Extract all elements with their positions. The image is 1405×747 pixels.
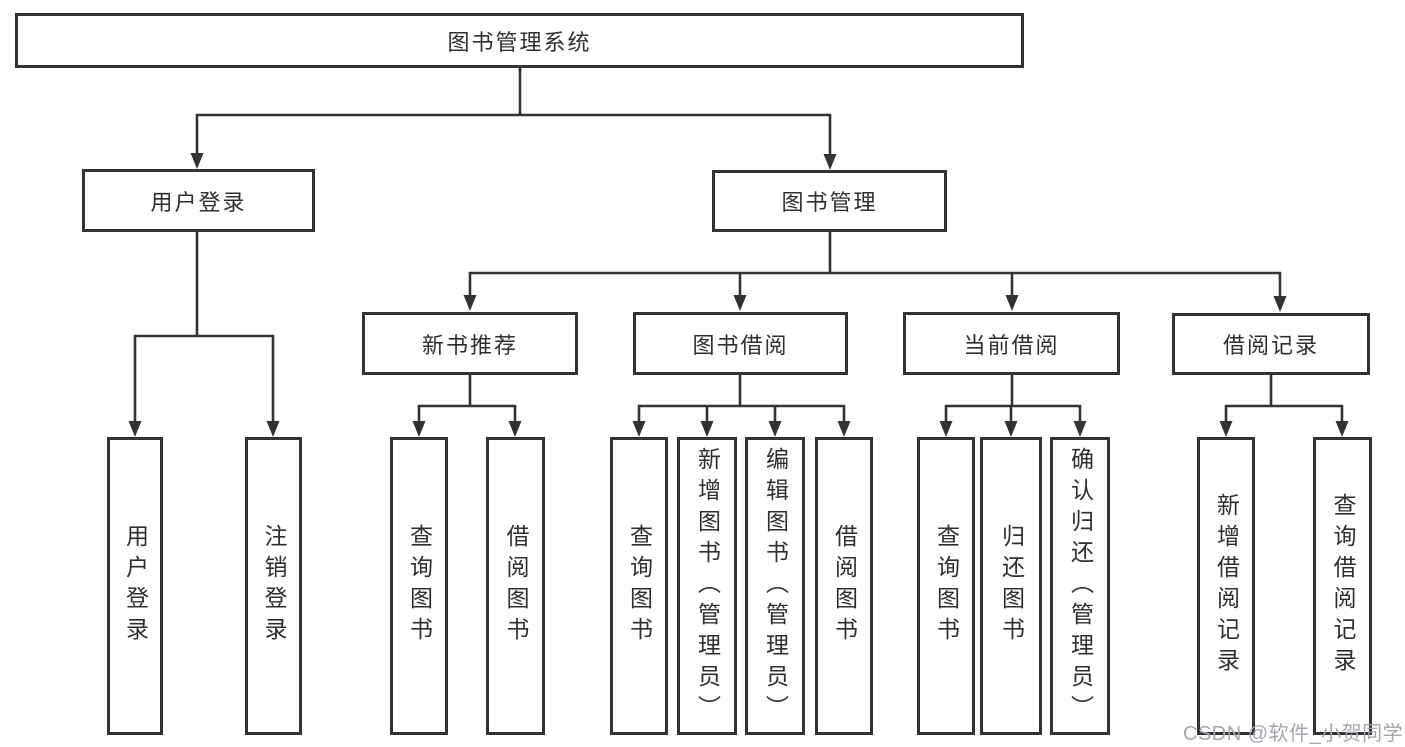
leaf-add-borrow-record: 新增借阅记录 xyxy=(1197,437,1255,735)
leaf-query-books-recommend-label: 查询图书 xyxy=(406,524,433,648)
node-library-system: 图书管理系统 xyxy=(15,13,1024,68)
leaf-borrow-books-recommend-label: 借阅图书 xyxy=(503,524,529,648)
leaf-query-books-current-label: 查询图书 xyxy=(933,524,960,648)
node-new-book-recommend: 新书推荐 xyxy=(362,312,578,375)
leaf-add-book-admin-label: 新增图书（管理员） xyxy=(694,446,721,726)
node-borrowing-records-label: 借阅记录 xyxy=(1222,333,1319,358)
leaf-edit-book-admin-label: 编辑图书（管理员） xyxy=(762,446,789,726)
node-book-management-label: 图书管理 xyxy=(781,190,878,215)
node-current-borrowing: 当前借阅 xyxy=(903,312,1120,375)
node-book-borrowing-label: 图书借阅 xyxy=(692,332,789,358)
node-borrowing-records: 借阅记录 xyxy=(1172,313,1370,375)
node-library-system-label: 图书管理系统 xyxy=(447,29,592,55)
leaf-add-book-admin: 新增图书（管理员） xyxy=(677,437,737,735)
leaf-confirm-return-admin: 确认归还（管理员） xyxy=(1050,437,1110,735)
leaf-borrow-books-recommend: 借阅图书 xyxy=(486,437,545,735)
leaf-query-books-recommend: 查询图书 xyxy=(390,437,448,735)
leaf-query-borrow-record: 查询借阅记录 xyxy=(1313,437,1372,735)
leaf-borrow-books-label: 借阅图书 xyxy=(831,524,858,648)
leaf-query-books-borrowing-label: 查询图书 xyxy=(626,524,653,648)
node-user-login-label: 用户登录 xyxy=(150,189,247,215)
node-book-management: 图书管理 xyxy=(712,170,947,232)
leaf-query-books-current: 查询图书 xyxy=(917,437,975,735)
node-new-book-recommend-label: 新书推荐 xyxy=(421,332,518,358)
leaf-add-borrow-record-label: 新增借阅记录 xyxy=(1213,493,1240,679)
leaf-user-login: 用户登录 xyxy=(107,437,163,735)
leaf-query-books-borrowing: 查询图书 xyxy=(610,437,668,735)
leaf-edit-book-admin: 编辑图书（管理员） xyxy=(745,437,805,735)
leaf-confirm-return-admin-label: 确认归还（管理员） xyxy=(1067,446,1094,726)
leaf-user-login-label: 用户登录 xyxy=(122,524,149,648)
leaf-return-books-label: 归还图书 xyxy=(998,524,1025,648)
node-user-login: 用户登录 xyxy=(82,169,315,232)
node-book-borrowing: 图书借阅 xyxy=(633,312,848,375)
node-current-borrowing-label: 当前借阅 xyxy=(963,332,1060,358)
leaf-query-borrow-record-label: 查询借阅记录 xyxy=(1330,493,1356,679)
csdn-watermark: CSDN @软件_小贺同学 xyxy=(1183,723,1404,745)
leaf-borrow-books: 借阅图书 xyxy=(815,437,873,735)
leaf-logout: 注销登录 xyxy=(245,437,302,735)
leaf-logout-label: 注销登录 xyxy=(261,524,287,648)
leaf-return-books: 归还图书 xyxy=(980,437,1042,735)
